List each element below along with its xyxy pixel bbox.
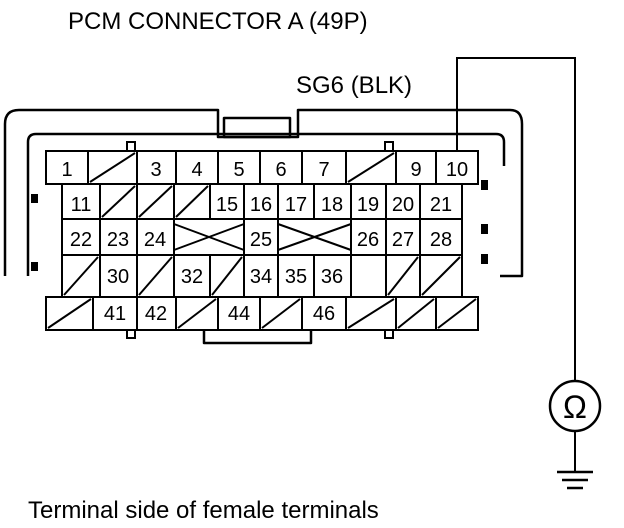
terminal-4: 4 xyxy=(191,159,202,181)
terminal-16: 16 xyxy=(250,194,272,216)
terminal-21: 21 xyxy=(430,194,452,216)
terminal-3: 3 xyxy=(150,159,161,181)
terminal-20: 20 xyxy=(392,194,414,216)
terminal-24: 24 xyxy=(144,229,166,251)
terminal-27: 27 xyxy=(392,229,414,251)
blocked-cavity-marks xyxy=(173,223,352,251)
terminal-26: 26 xyxy=(357,229,379,251)
terminal-34: 34 xyxy=(250,266,272,288)
empty-cavity-marks xyxy=(47,152,477,329)
terminal-32: 32 xyxy=(181,266,203,288)
connector-housing-inner xyxy=(26,132,506,276)
terminal-35: 35 xyxy=(285,266,307,288)
ohmmeter: Ω xyxy=(548,379,602,433)
terminal-23: 23 xyxy=(107,229,129,251)
terminal-44: 44 xyxy=(228,303,250,325)
terminal-6: 6 xyxy=(275,159,286,181)
key-mark-bottom-right xyxy=(384,329,394,339)
terminal-28: 28 xyxy=(430,229,452,251)
terminal-19: 19 xyxy=(357,194,379,216)
lock-tab-left-upper xyxy=(31,194,38,203)
lock-tab-left-lower xyxy=(31,262,38,271)
ohm-symbol: Ω xyxy=(563,389,587,425)
terminal-15: 15 xyxy=(216,194,238,216)
ground-icon xyxy=(557,470,593,490)
bottom-latch xyxy=(202,331,313,345)
lock-tab-right-1 xyxy=(481,180,488,190)
diagram-caption: Terminal side of female terminals xyxy=(28,497,379,524)
lock-tab-right-2 xyxy=(481,224,488,234)
key-mark-bottom-left xyxy=(126,329,136,339)
terminal-10: 10 xyxy=(446,159,468,181)
terminal-9: 9 xyxy=(410,159,421,181)
connector-housing-outer xyxy=(3,108,524,278)
terminal-18: 18 xyxy=(321,194,343,216)
terminal-5: 5 xyxy=(233,159,244,181)
probe-wire xyxy=(456,57,576,471)
terminal-46: 46 xyxy=(313,303,335,325)
terminal-17: 17 xyxy=(285,194,307,216)
terminal-42: 42 xyxy=(145,303,167,325)
terminal-36: 36 xyxy=(321,266,343,288)
connector-title: PCM CONNECTOR A (49P) xyxy=(68,8,368,35)
key-mark-top-right xyxy=(384,141,394,152)
top-latch xyxy=(222,116,292,139)
terminal-30: 30 xyxy=(107,266,129,288)
terminal-numbers: 1 3 4 5 6 7 9 10 11 15 16 17 18 19 20 21… xyxy=(61,159,468,325)
terminal-7: 7 xyxy=(318,159,329,181)
key-mark-top-left xyxy=(126,141,136,152)
wire-label: SG6 (BLK) xyxy=(296,72,413,99)
terminal-22: 22 xyxy=(70,229,92,251)
terminal-41: 41 xyxy=(104,303,126,325)
terminal-1: 1 xyxy=(61,159,72,181)
terminal-25: 25 xyxy=(250,229,272,251)
lock-tab-right-3 xyxy=(481,254,488,264)
terminal-11: 11 xyxy=(71,194,92,216)
